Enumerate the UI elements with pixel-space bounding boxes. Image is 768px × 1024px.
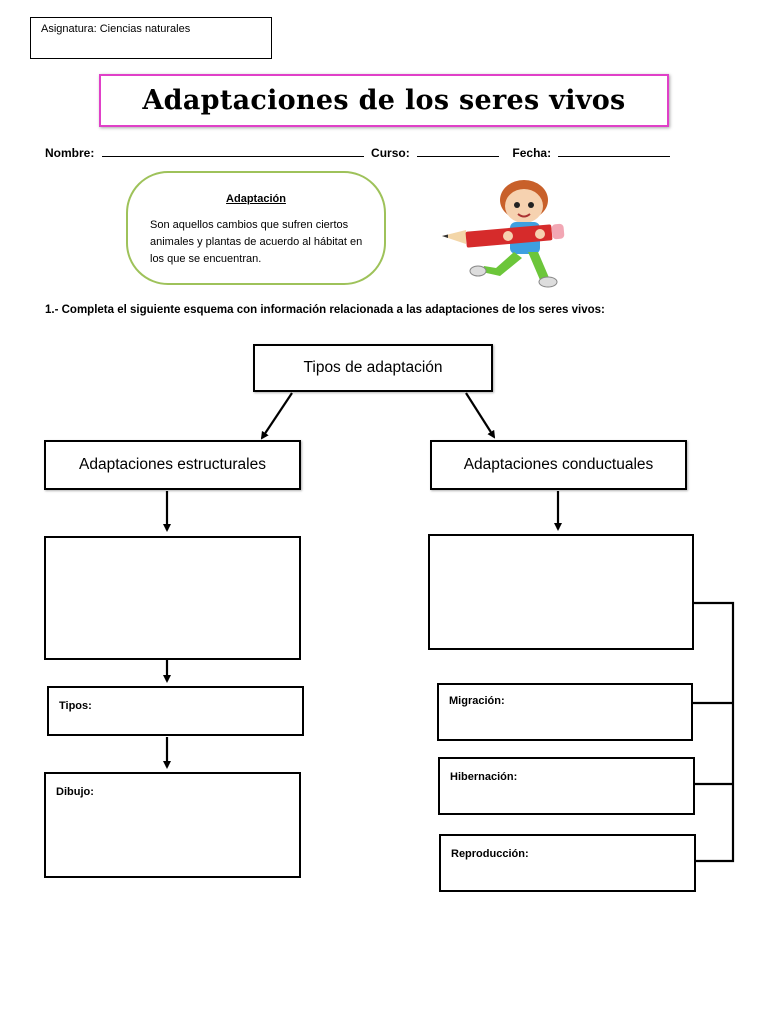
student-info-line: Nombre: Curso: Fecha: [45,145,715,161]
date-field[interactable] [558,145,671,157]
subject-label: Asignatura: Ciencias naturales [41,23,191,35]
structural-label: Adaptaciones estructurales [79,456,266,473]
behavioral-box: Adaptaciones conductuales [430,440,687,490]
subject-box: Asignatura: Ciencias naturales [30,17,272,59]
bracket-line [693,601,735,863]
drawing-box[interactable]: Dibujo: [44,772,301,878]
definition-text: Son aquellos cambios que sufren ciertos … [150,219,363,265]
date-label: Fecha: [512,146,552,160]
structural-box: Adaptaciones estructurales [44,440,301,490]
types-label: Tipos: [59,700,92,712]
instruction-text: 1.- Completa el siguiente esquema con in… [45,304,605,316]
structural-answer-box[interactable] [44,536,301,660]
drawing-label: Dibujo: [56,786,94,798]
boy-with-pencil-icon [436,172,586,290]
reproduction-box[interactable]: Reproducción: [439,834,696,892]
course-label: Curso: [371,146,410,160]
migration-label: Migración: [449,695,505,707]
root-box: Tipos de adaptación [253,344,493,392]
migration-box[interactable]: Migración: [437,683,693,741]
root-label: Tipos de adaptación [303,359,443,376]
types-box[interactable]: Tipos: [47,686,304,736]
behavioral-answer-box[interactable] [428,534,694,650]
page-title: Adaptaciones de los seres vivos [142,85,626,116]
course-field[interactable] [417,145,500,157]
hibernation-box[interactable]: Hibernación: [438,757,695,815]
name-label: Nombre: [45,146,95,160]
definition-title: Adaptación [226,193,286,205]
reproduction-label: Reproducción: [451,848,529,860]
hibernation-label: Hibernación: [450,771,518,783]
arrow-root-to-behavioral [465,392,496,439]
behavioral-label: Adaptaciones conductuales [463,456,654,473]
definition-box: Adaptación Son aquellos cambios que sufr… [126,171,386,285]
title-box: Adaptaciones de los seres vivos [99,74,669,127]
arrow-root-to-structural [260,392,293,440]
name-field[interactable] [101,145,364,157]
